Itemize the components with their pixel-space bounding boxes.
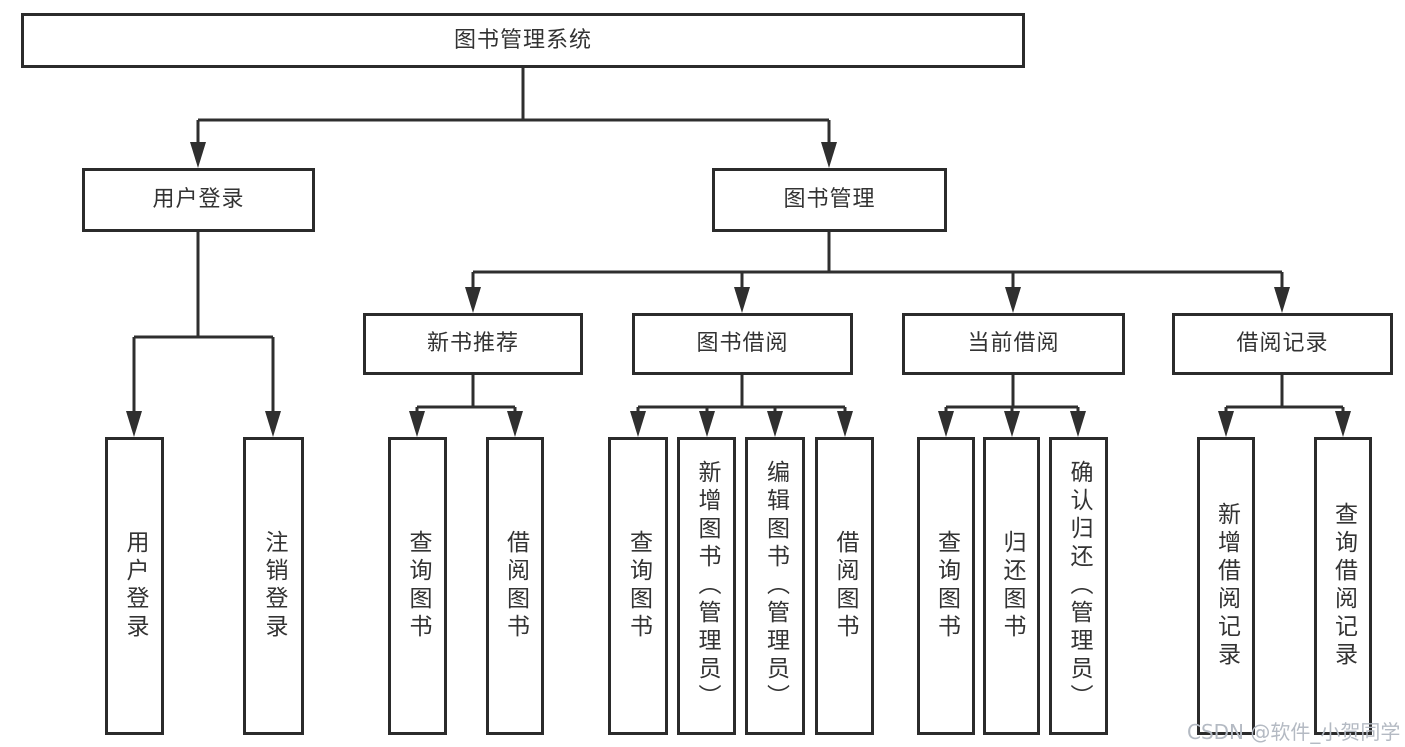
- node-new-book-recommend-label: 新书推荐: [426, 331, 519, 356]
- leaf-return-book: 归还图书: [983, 437, 1040, 735]
- leaf-query-borrow-record: 查询借阅记录: [1314, 437, 1372, 735]
- node-borrow-record-label: 借阅记录: [1236, 331, 1329, 356]
- leaf-query-book-3-label: 查询图书: [933, 530, 960, 642]
- node-book-management: 图书管理: [712, 168, 947, 232]
- node-current-borrow-label: 当前借阅: [967, 331, 1060, 356]
- leaf-query-book-3: 查询图书: [917, 437, 975, 735]
- csdn-watermark: CSDN @软件_小贺同学: [1187, 720, 1401, 744]
- leaf-borrow-book-1: 借阅图书: [486, 437, 544, 735]
- leaf-edit-book-admin: 编辑图书（管理员）: [745, 437, 805, 735]
- node-new-book-recommend: 新书推荐: [363, 313, 583, 375]
- node-book-borrow-label: 图书借阅: [696, 331, 789, 356]
- leaf-add-borrow-record: 新增借阅记录: [1197, 437, 1255, 735]
- arrowheads: [126, 142, 1351, 437]
- node-book-borrow: 图书借阅: [632, 313, 853, 375]
- node-user-login: 用户登录: [82, 168, 315, 232]
- node-borrow-record: 借阅记录: [1172, 313, 1393, 375]
- leaf-logout-label: 注销登录: [261, 530, 287, 642]
- leaf-return-book-label: 归还图书: [999, 530, 1025, 642]
- leaf-query-book-1: 查询图书: [388, 437, 447, 735]
- leaf-borrow-book-1-label: 借阅图书: [502, 530, 529, 642]
- leaf-query-book-2-label: 查询图书: [625, 530, 652, 642]
- node-book-management-label: 图书管理: [783, 187, 876, 212]
- leaf-query-book-2: 查询图书: [608, 437, 668, 735]
- leaf-user-login: 用户登录: [105, 437, 164, 735]
- leaf-borrow-book-2: 借阅图书: [815, 437, 874, 735]
- leaf-query-book-1-label: 查询图书: [405, 530, 431, 642]
- leaf-add-book-admin-label: 新增图书（管理员）: [694, 460, 720, 712]
- leaf-confirm-return-admin: 确认归还（管理员）: [1049, 437, 1108, 735]
- leaf-edit-book-admin-label: 编辑图书（管理员）: [762, 460, 789, 712]
- leaf-logout: 注销登录: [243, 437, 304, 735]
- leaf-user-login-label: 用户登录: [122, 530, 148, 642]
- leaf-confirm-return-admin-label: 确认归还（管理员）: [1066, 460, 1092, 712]
- node-current-borrow: 当前借阅: [902, 313, 1125, 375]
- leaf-add-book-admin: 新增图书（管理员）: [677, 437, 736, 735]
- leaf-borrow-book-2-label: 借阅图书: [832, 530, 858, 642]
- node-root-label: 图书管理系统: [453, 27, 592, 53]
- node-root-system: 图书管理系统: [21, 13, 1025, 68]
- node-user-login-label: 用户登录: [152, 187, 245, 212]
- leaf-query-borrow-record-label: 查询借阅记录: [1330, 502, 1357, 670]
- leaf-add-borrow-record-label: 新增借阅记录: [1213, 502, 1240, 670]
